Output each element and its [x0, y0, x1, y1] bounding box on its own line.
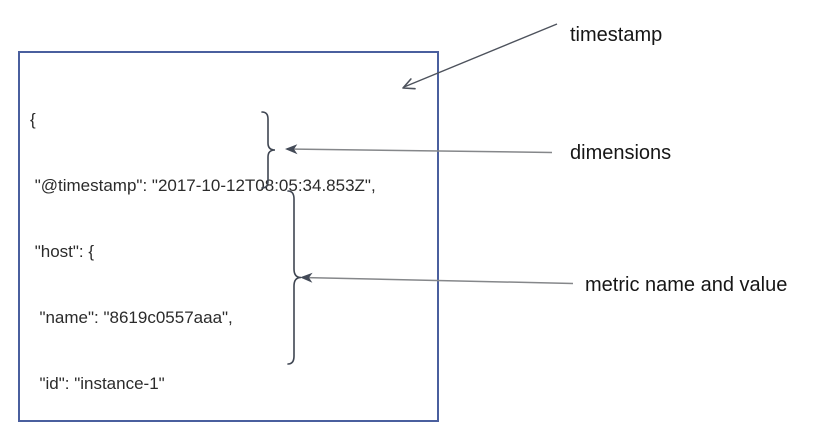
code-line-host: "host": {: [30, 242, 95, 261]
code-line-host-name: "name": "8619c0557aaa",: [30, 308, 233, 327]
json-document-box: [18, 51, 439, 422]
code-line-host-id: "id": "instance-1": [30, 374, 165, 393]
annotation-label-timestamp: timestamp: [570, 24, 663, 46]
code-line-timestamp: "@timestamp": "2017-10-12T08:05:34.853Z"…: [30, 176, 376, 195]
json-code-block: { "@timestamp": "2017-10-12T08:05:34.853…: [30, 65, 376, 437]
annotation-label-metric: metric name and value: [585, 274, 788, 296]
annotation-label-dimensions: dimensions: [570, 142, 672, 164]
code-line: {: [30, 110, 36, 129]
